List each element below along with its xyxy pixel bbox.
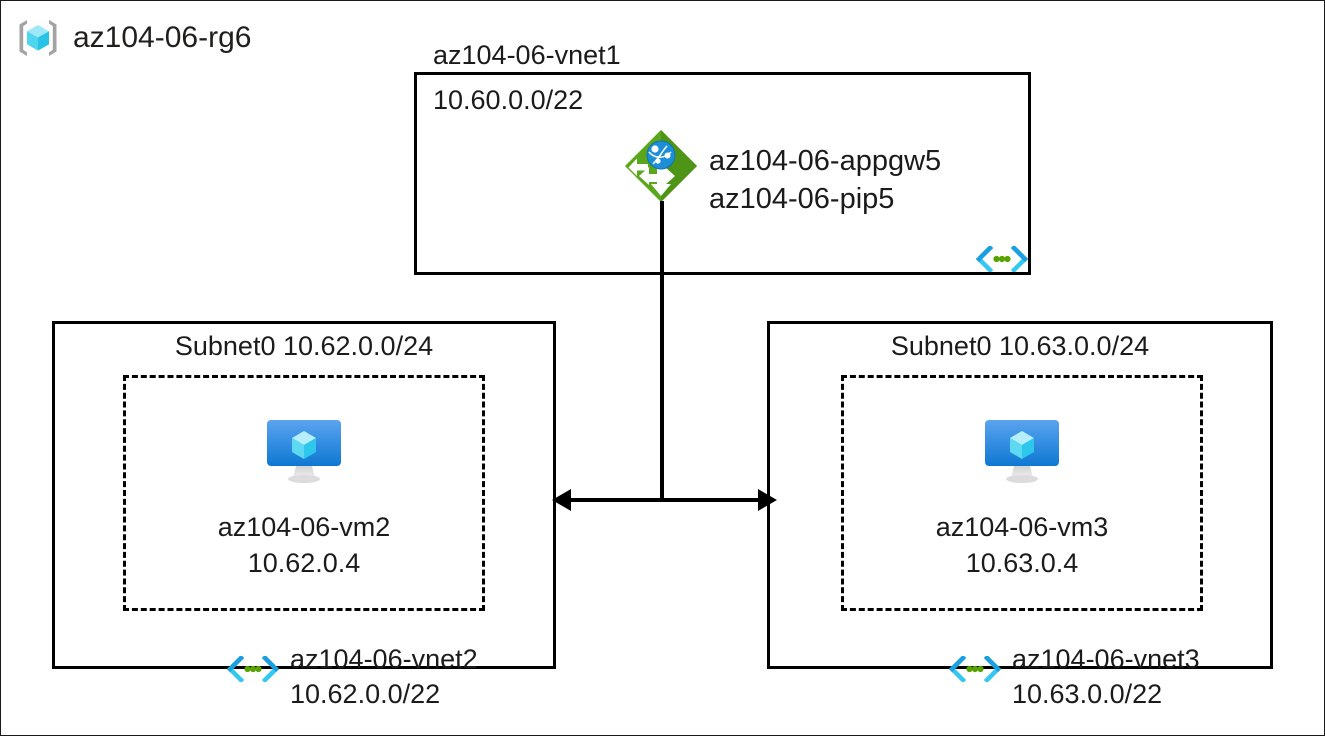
right-vnet-address-space: 10.63.0.0/22 [1012,679,1163,710]
left-vm-ip: 10.62.0.4 [247,548,361,579]
peering-arrow-line [569,498,758,502]
resource-group-header: az104-06-rg6 [15,15,251,61]
vnet1-address-space: 10.60.0.0/22 [433,85,584,115]
right-virtual-machine-icon [981,416,1063,486]
left-subnet-label: Subnet0 10.62.0.0/24 [174,331,434,361]
right-vm-caption: az104-06-vm3 10.63.0.4 [841,509,1203,581]
right-virtual-network-icon [948,654,1002,684]
left-vnet-box [52,321,556,669]
left-virtual-machine-icon [263,416,345,486]
gateway-downlink-line [660,201,664,502]
appgw-labels: az104-06-appgw5 az104-06-pip5 [709,142,941,219]
left-subnet-dashed-box [123,375,485,611]
appgw-pip-name: az104-06-pip5 [709,183,895,216]
left-virtual-network-icon [226,654,280,684]
vnet1-virtual-network-icon [975,244,1029,274]
right-subnet-dashed-box [841,375,1203,611]
left-vnet-address-space: 10.62.0.0/22 [290,679,441,710]
resource-group-cube-icon [15,15,61,61]
right-vnet-tag: az104-06-vnet3 10.63.0.0/22 [1012,642,1200,712]
vnet1-title: az104-06-vnet1 [433,40,621,70]
right-vm-name: az104-06-vm3 [935,512,1109,542]
appgw-name: az104-06-appgw5 [709,145,942,177]
right-vm-ip: 10.63.0.4 [965,548,1079,579]
application-gateway-icon [623,128,699,204]
right-vnet-box [767,321,1273,669]
vnet1-box [414,72,1031,275]
left-vm-name: az104-06-vm2 [217,512,391,542]
left-vnet-name: az104-06-vnet2 [290,644,478,674]
right-subnet-label: Subnet0 10.63.0.0/24 [890,331,1150,361]
left-vnet-tag: az104-06-vnet2 10.62.0.0/22 [290,642,478,712]
resource-group-name: az104-06-rg6 [73,21,252,54]
left-vm-caption: az104-06-vm2 10.62.0.4 [123,509,485,581]
peering-arrow-head-left [552,489,571,511]
right-vnet-name: az104-06-vnet3 [1012,644,1200,674]
